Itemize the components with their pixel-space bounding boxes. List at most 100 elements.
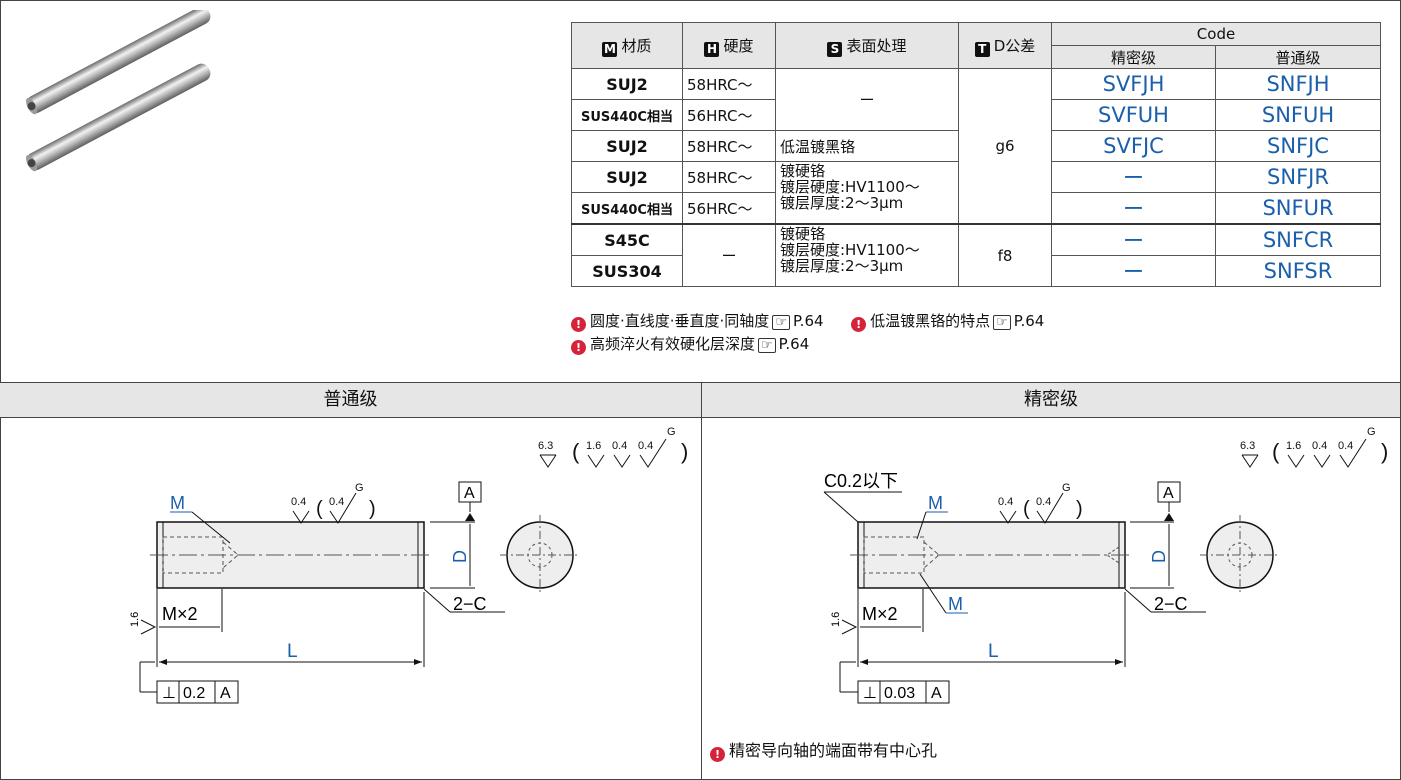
svg-text:(: ( (1272, 439, 1280, 464)
header-precision: 精密级 (1051, 45, 1216, 69)
svg-text:C0.2以下: C0.2以下 (824, 471, 898, 491)
svg-text:0.4: 0.4 (291, 496, 306, 508)
table-row: SUS304 ー SNFSR (571, 255, 1381, 287)
svg-text:): ) (369, 498, 376, 520)
svg-text:0.2: 0.2 (183, 685, 205, 702)
table-row: SUJ2 58HRC～ 镀硬铬 镀层硬度:HV1100～ 镀层厚度:2～3μm … (571, 161, 1381, 225)
table-row: SUS440C相当 56HRC～ SVFUH SNFUH (571, 99, 1381, 131)
code-link[interactable]: SVFUH (1051, 99, 1216, 131)
center-hole-note: !精密导向轴的端面带有中心孔 (710, 737, 937, 762)
section-divider (701, 382, 702, 780)
svg-text:M×2: M×2 (162, 604, 198, 624)
svg-text:G: G (1062, 482, 1071, 494)
svg-text:0.4: 0.4 (1036, 496, 1051, 508)
code-link[interactable]: SVFJH (1051, 68, 1216, 100)
hardness-icon: H (704, 41, 720, 57)
code-link[interactable]: SNFUH (1215, 99, 1381, 131)
drawing-precision: 6.3 ( 1.6 0.4 0.4 G ) C0.2以下 M M 0.4 ( 0… (823, 426, 1388, 704)
svg-text:D: D (1149, 550, 1169, 563)
svg-text:0.4: 0.4 (612, 440, 627, 452)
tolerance-f8: f8 (958, 223, 1052, 287)
code-link[interactable]: SNFJR (1215, 161, 1381, 193)
svg-text:0.4: 0.4 (1338, 440, 1353, 452)
header-code: Code (1051, 22, 1381, 46)
code-link[interactable]: SNFUR (1215, 192, 1381, 225)
table-row: SUJ2 58HRC～ ー g6 SVFJH SNFJH (571, 68, 1381, 225)
svg-text:⊥: ⊥ (162, 685, 176, 702)
svg-text:⊥: ⊥ (863, 685, 877, 702)
info-pin-icon: ! (851, 317, 867, 332)
svg-text:G: G (667, 426, 676, 438)
section-header-normal: 普通级 (0, 382, 701, 418)
svg-text:1.6: 1.6 (129, 612, 141, 627)
tolerance-g6: g6 (958, 68, 1052, 225)
info-pin-icon: ! (571, 317, 586, 332)
surface-hard-chrome-2: 镀硬铬 镀层硬度:HV1100～ 镀层厚度:2～3μm (775, 223, 959, 287)
code-link[interactable]: SVFJC (1051, 130, 1216, 162)
svg-text:G: G (1367, 426, 1376, 438)
svg-text:A: A (464, 485, 475, 502)
header-normal: 普通级 (1215, 45, 1381, 69)
notes: !圆度·直线度·垂直度·同轴度☞P.64 !低温镀黑铬的特点☞P.64 !高频淬… (571, 310, 1044, 356)
svg-text:M: M (928, 493, 943, 513)
surface-icon: S (827, 41, 843, 57)
svg-text:6.3: 6.3 (1240, 440, 1255, 452)
surface-black-chrome: 低温镀黑铬 (775, 130, 959, 162)
svg-text:): ) (1076, 498, 1083, 520)
page-link[interactable]: P.64 (792, 312, 824, 330)
section-header-precision: 精密级 (702, 382, 1400, 418)
svg-text:L: L (988, 641, 999, 662)
svg-text:6.3: 6.3 (538, 440, 553, 452)
roughness-legend: 6.3 ( 1.6 0.4 0.4 G ) (1240, 426, 1388, 468)
code-link[interactable]: SNFCR (1215, 223, 1381, 256)
svg-text:0.03: 0.03 (884, 685, 915, 702)
svg-text:A: A (220, 685, 231, 702)
svg-text:): ) (1381, 439, 1388, 464)
svg-text:0.4: 0.4 (638, 440, 653, 452)
page-link[interactable]: P.64 (778, 335, 810, 353)
svg-text:1.6: 1.6 (586, 440, 601, 452)
svg-text:(: ( (572, 439, 580, 464)
svg-text:(: ( (1023, 498, 1030, 520)
reference-hand-icon: ☞ (758, 338, 776, 353)
svg-text:(: ( (316, 498, 323, 520)
table-row: S45C ー 镀硬铬 镀层硬度:HV1100～ 镀层厚度:2～3μm f8 ー … (571, 223, 1381, 287)
surface-hard-chrome: 镀硬铬 镀层硬度:HV1100～ 镀层厚度:2～3μm (775, 161, 959, 225)
svg-text:M: M (170, 493, 185, 513)
product-photo (26, 10, 211, 172)
svg-text:A: A (931, 685, 942, 702)
page-link[interactable]: P.64 (1013, 312, 1045, 330)
svg-text:1.6: 1.6 (1286, 440, 1301, 452)
code-link[interactable]: SNFSR (1215, 255, 1381, 287)
svg-text:0.4: 0.4 (329, 496, 344, 508)
drawing-normal: 6.3 ( 1.6 0.4 0.4 G ) M 0.4 ( 0.4 G ) A (129, 426, 688, 704)
svg-text:M×2: M×2 (862, 604, 898, 624)
svg-text:L: L (287, 641, 298, 662)
material-icon: M (602, 41, 618, 57)
reference-hand-icon: ☞ (772, 315, 790, 330)
svg-text:1.6: 1.6 (830, 612, 842, 627)
svg-text:A: A (1163, 485, 1174, 502)
code-link[interactable]: SNFJC (1215, 130, 1381, 162)
svg-text:2−C: 2−C (453, 594, 487, 614)
code-link[interactable]: SNFJH (1215, 68, 1381, 100)
info-pin-icon: ! (710, 747, 725, 762)
svg-text:): ) (681, 439, 688, 464)
table-row: SUJ2 58HRC～ 低温镀黑铬 SVFJC SNFJC (571, 130, 1381, 162)
svg-text:D: D (450, 550, 470, 563)
reference-hand-icon: ☞ (993, 315, 1011, 330)
svg-text:0.4: 0.4 (998, 496, 1013, 508)
svg-text:2−C: 2−C (1154, 594, 1188, 614)
tolerance-icon: T (974, 41, 990, 57)
svg-text:M: M (948, 594, 963, 614)
svg-text:G: G (355, 482, 364, 494)
svg-text:0.4: 0.4 (1312, 440, 1327, 452)
roughness-legend: 6.3 ( 1.6 0.4 0.4 G ) (538, 426, 688, 468)
info-pin-icon: ! (571, 340, 586, 355)
surface-none: ー (775, 68, 959, 131)
